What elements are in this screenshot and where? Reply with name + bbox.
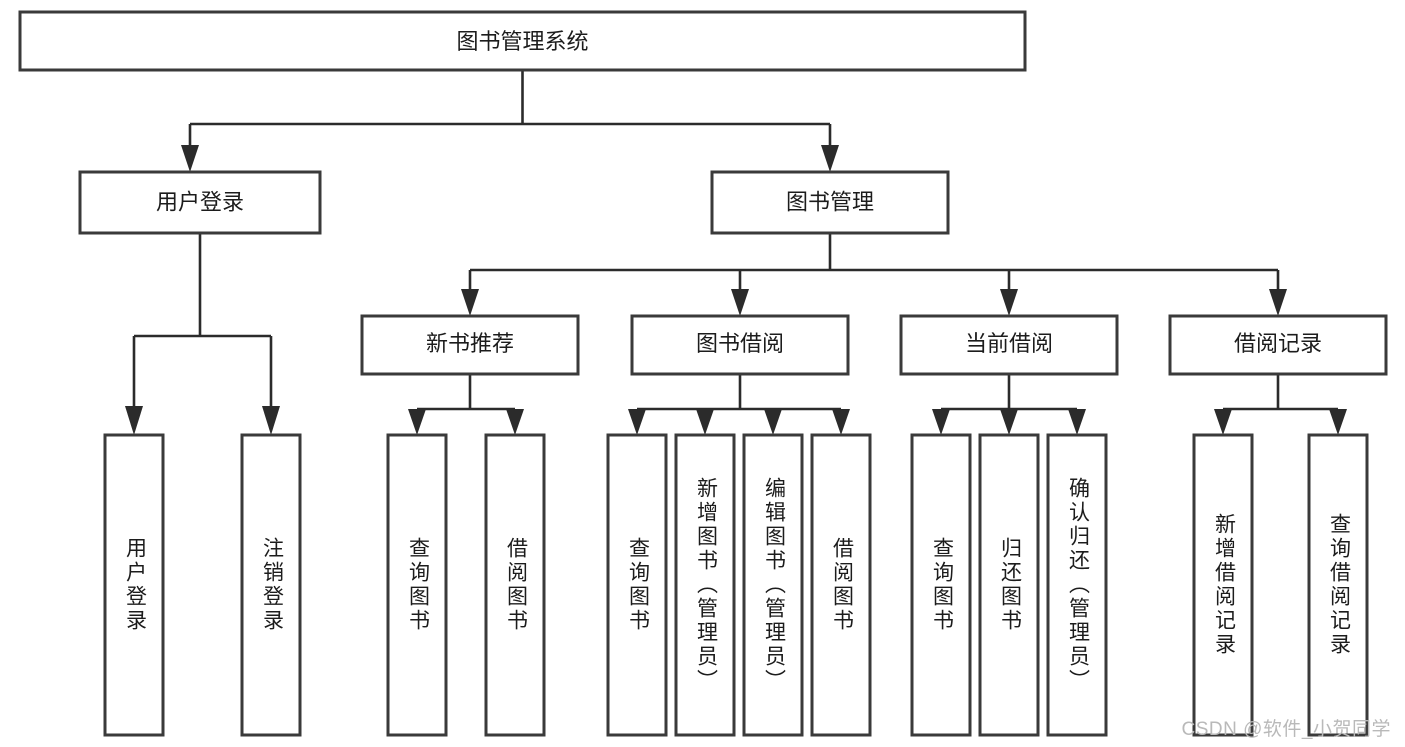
- connector-root-to-level2: [181, 70, 839, 172]
- node-leaf-return-book[interactable]: [978, 433, 1040, 737]
- connector-newbook-to-leaves: [408, 374, 524, 435]
- node-leaf-borrow-book-1[interactable]: [484, 433, 546, 737]
- node-borrow-record-label: 借阅记录: [1234, 331, 1322, 356]
- connector-currentborrow-to-leaves: [932, 374, 1086, 435]
- node-borrow-record[interactable]: 借阅记录: [1168, 314, 1388, 376]
- node-user-login[interactable]: 用户登录: [78, 170, 322, 235]
- node-leaf-user-login[interactable]: [103, 433, 165, 737]
- connector-userlogin-to-leaves: [125, 233, 280, 435]
- node-book-borrow-label: 图书借阅: [696, 331, 784, 356]
- connector-bookmgmt-to-level3: [461, 233, 1287, 316]
- node-new-book-recommend[interactable]: 新书推荐: [360, 314, 580, 376]
- connector-bookborrow-to-leaves: [628, 374, 850, 435]
- node-leaf-query-book-1[interactable]: [386, 433, 448, 737]
- node-leaf-add-book[interactable]: [674, 433, 736, 737]
- node-leaf-add-record[interactable]: [1192, 433, 1254, 737]
- node-user-login-label: 用户登录: [156, 189, 244, 214]
- node-new-book-recommend-label: 新书推荐: [426, 331, 514, 356]
- node-leaf-borrow-book-2[interactable]: [810, 433, 872, 737]
- node-root[interactable]: 图书管理系统: [18, 10, 1027, 72]
- node-leaf-edit-book[interactable]: [742, 433, 804, 737]
- node-leaf-user-logout[interactable]: [240, 433, 302, 737]
- node-leaf-confirm-return[interactable]: [1046, 433, 1108, 737]
- node-leaf-query-book-3[interactable]: [910, 433, 972, 737]
- node-book-management[interactable]: 图书管理: [710, 170, 950, 235]
- node-leaf-query-record[interactable]: [1307, 433, 1369, 737]
- node-book-borrow[interactable]: 图书借阅: [630, 314, 850, 376]
- node-leaf-query-book-2[interactable]: [606, 433, 668, 737]
- node-current-borrow-label: 当前借阅: [965, 331, 1053, 356]
- node-root-label: 图书管理系统: [456, 29, 588, 54]
- watermark-text: CSDN @软件_小贺同学: [1181, 719, 1391, 740]
- node-current-borrow[interactable]: 当前借阅: [899, 314, 1119, 376]
- connector-borrowrecord-to-leaves: [1214, 374, 1347, 435]
- node-book-management-label: 图书管理: [786, 189, 874, 214]
